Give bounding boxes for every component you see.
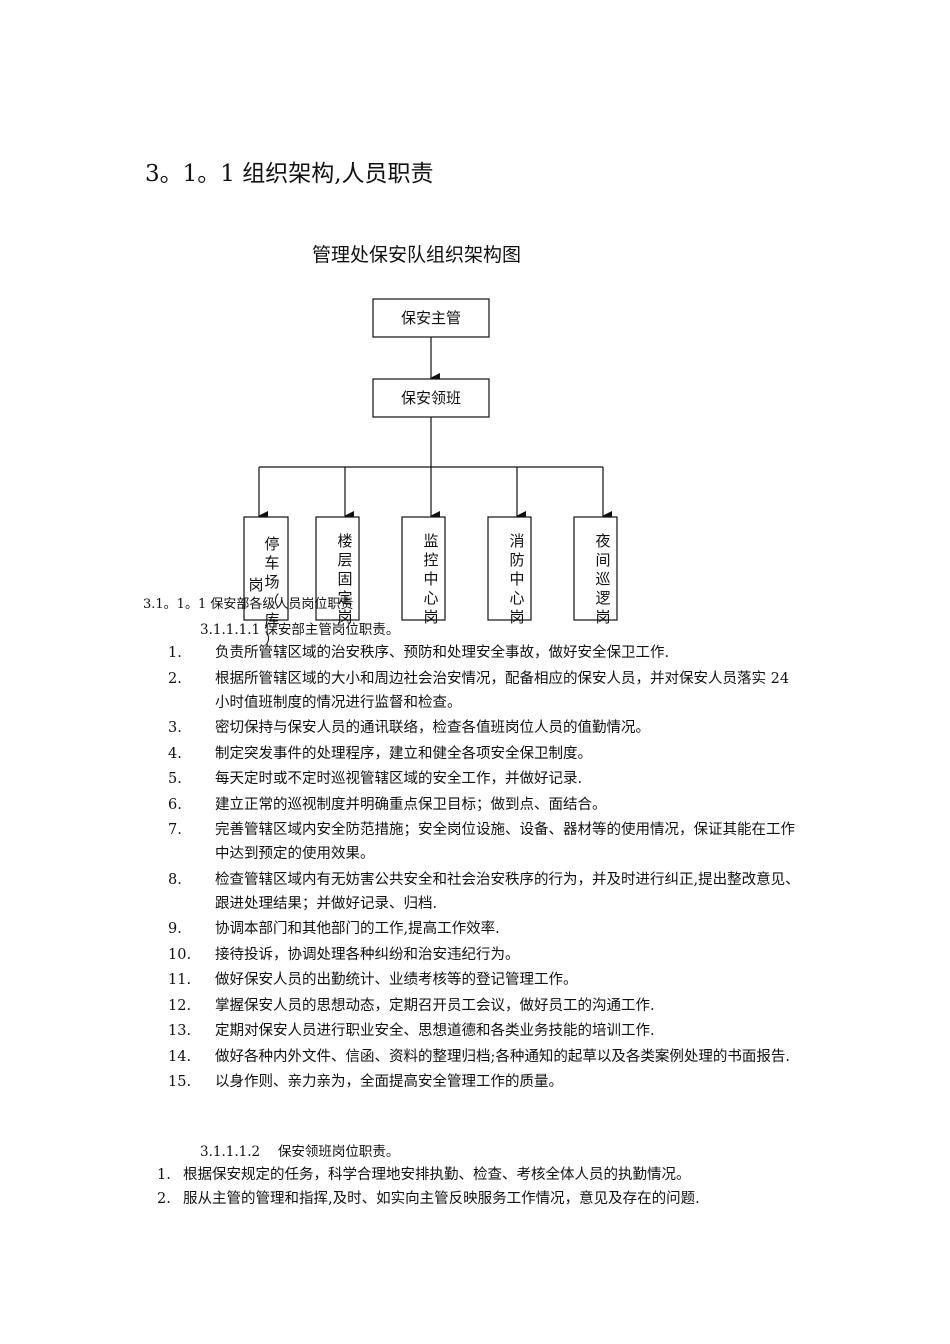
- svg-text:控: 控: [423, 551, 438, 569]
- box-team-leader: [372, 378, 490, 418]
- post-1-label: 停 车 场 （ 库 ） 岗: [248, 535, 279, 648]
- post-5-label: 夜 间 巡 逻 岗: [595, 532, 610, 626]
- svg-text:巡: 巡: [595, 570, 610, 588]
- svg-text:监: 监: [423, 532, 438, 550]
- svg-text:防: 防: [509, 551, 524, 569]
- list-item: 2.服从主管的管理和指挥,及时、如实向主管反映服务工作情况，意见及存在的问题.: [157, 1191, 700, 1207]
- box-monitor-post: [401, 516, 446, 621]
- subsection-heading-3111: 3.1。1。1 保安部各级人员岗位职责: [143, 597, 354, 612]
- post-2-label: 楼 层 固 定 岗: [337, 532, 352, 626]
- box-supervisor-label: 保安主管: [401, 309, 461, 327]
- box-team-leader-label: 保安领班: [401, 389, 461, 407]
- box-night-patrol-post: [573, 516, 618, 621]
- list-item: 7.完善管辖区域内安全防范措施；安全岗位设施、设备、器材等的使用情况，保证其能在…: [168, 822, 795, 862]
- svg-text:消: 消: [509, 532, 524, 550]
- subsection-heading-leader: 3.1.1.1.2 保安领班岗位职责。: [200, 1144, 400, 1160]
- svg-text:固: 固: [337, 570, 352, 588]
- svg-text:停: 停: [264, 535, 279, 553]
- post-3-label: 监 控 中 心 岗: [423, 532, 438, 626]
- post-4-label: 消 防 中 心 岗: [509, 532, 524, 626]
- box-fire-post: [487, 516, 532, 621]
- svg-text:中: 中: [423, 570, 438, 588]
- svg-text:间: 间: [595, 551, 610, 569]
- list-item: 14.做好各种内外文件、信函、资料的整理归档;各种通知的起草以及各类案例处理的书…: [168, 1048, 790, 1065]
- list-item: 8.检查管辖区域内有无妨害公共安全和社会治安秩序的行为，并及时进行纠正,提出整改…: [168, 871, 800, 912]
- svg-text:岗: 岗: [337, 608, 352, 626]
- list-item: 6.建立正常的巡视制度并明确重点保卫目标；做到点、面结合。: [168, 796, 607, 813]
- svg-text:场: 场: [264, 573, 279, 591]
- list-item: 9.协调本部门和其他部门的工作,提高工作效率.: [168, 921, 500, 937]
- subsection-heading-supervisor: 3.1.1.1.1 保安部主管岗位职责。: [200, 622, 400, 638]
- svg-text:逻: 逻: [595, 589, 610, 607]
- svg-text:心: 心: [423, 589, 438, 607]
- svg-text:岗: 岗: [423, 608, 438, 626]
- list-item: 13.定期对保安人员进行职业安全、思想道德和各类业务技能的培训工作.: [168, 1023, 655, 1039]
- svg-text:）: ）: [264, 630, 279, 648]
- svg-text:岗: 岗: [509, 608, 524, 626]
- svg-text:（: （: [264, 592, 279, 610]
- list-item: 3.密切保持与保安人员的通讯联络，检查各值班岗位人员的值勤情况。: [168, 720, 650, 736]
- leader-duties-list: 1.根据保安规定的任务，科学合理地安排执勤、检查、考核全体人员的执勤情况。 2.…: [157, 1163, 837, 1211]
- svg-text:中: 中: [509, 570, 524, 588]
- list-item: 1.负责所管辖区域的治安秩序、预防和处理安全事故，做好安全保卫工作.: [168, 645, 670, 661]
- org-chart-title: 管理处保安队组织架构图: [312, 244, 522, 266]
- svg-text:心: 心: [509, 589, 524, 607]
- list-item: 2.根据所管辖区域的大小和周边社会治安情况，配备相应的保安人员，并对保安人员落实…: [168, 670, 790, 711]
- list-item: 5.每天定时或不定时巡视管辖区域的安全工作，并做好记录.: [168, 771, 583, 787]
- svg-text:车: 车: [264, 554, 279, 572]
- box-floor-post: [315, 516, 360, 621]
- box-parking-post: [243, 516, 289, 621]
- svg-text:定: 定: [337, 589, 352, 607]
- svg-text:库: 库: [264, 611, 279, 629]
- list-item: 4.制定突发事件的处理程序，建立和健全各项安全保卫制度。: [168, 745, 592, 762]
- supervisor-duties-list: 1.负责所管辖区域的治安秩序、预防和处理安全事故，做好安全保卫工作. 2.根据所…: [168, 641, 808, 1096]
- list-item: 1.根据保安规定的任务，科学合理地安排执勤、检查、考核全体人员的执勤情况。: [157, 1167, 691, 1183]
- section-heading: 3。1。1 组织架构,人员职责: [145, 161, 434, 187]
- svg-text:岗: 岗: [248, 576, 263, 594]
- list-item: 11.做好保安人员的出勤统计、业绩考核等的登记管理工作。: [168, 972, 578, 988]
- svg-text:楼: 楼: [337, 532, 352, 550]
- list-item: 12.掌握保安人员的思想动态，定期召开员工会议，做好员工的沟通工作.: [168, 997, 655, 1014]
- list-item: 10.接待投诉，协调处理各种纠纷和治安违纪行为。: [168, 946, 520, 963]
- svg-text:岗: 岗: [595, 608, 610, 626]
- list-item: 15.以身作则、亲力亲为，全面提高安全管理工作的质量。: [168, 1074, 563, 1090]
- box-supervisor: [372, 298, 490, 338]
- svg-text:夜: 夜: [595, 532, 610, 550]
- svg-text:层: 层: [337, 551, 352, 569]
